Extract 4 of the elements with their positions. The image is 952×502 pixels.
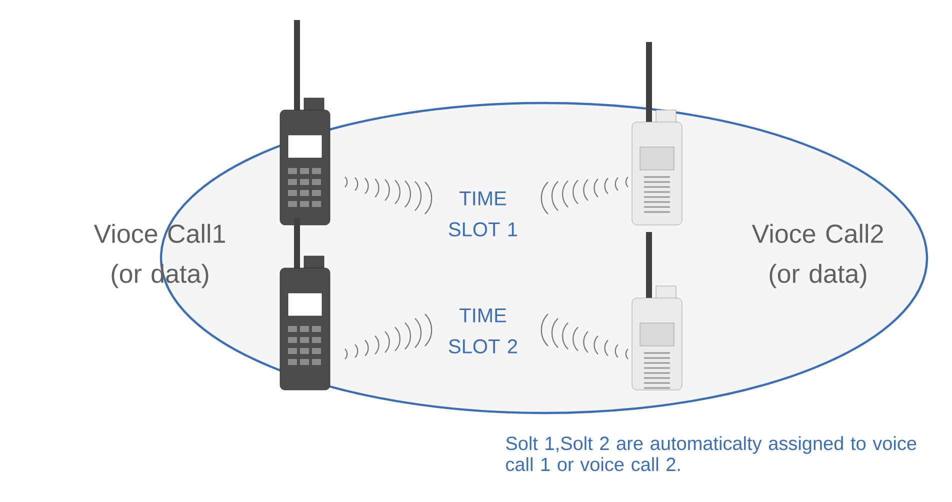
zone-label: TIME SLOT 2	[448, 308, 517, 354]
note-text: Solt 1,Solt 2 are automaticalty assigned to voice call 1 or voice call 2.	[506, 436, 916, 472]
zone-label: TIME SLOT 1	[448, 192, 518, 236]
zone-label: Vioce Call2 (or data)	[752, 224, 883, 288]
